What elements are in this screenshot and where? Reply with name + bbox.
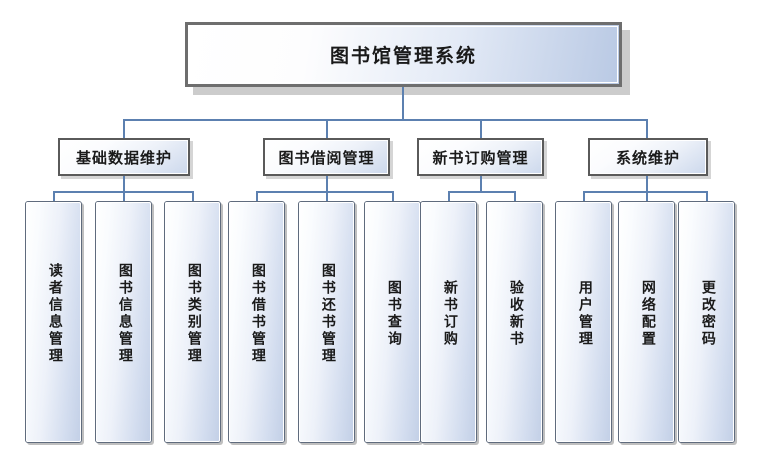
leaf-node-label: 图书借书管理 bbox=[249, 263, 265, 365]
connector-group-3-to-leaf-2 bbox=[514, 191, 516, 202]
connector-group-4-bus bbox=[583, 191, 708, 193]
connector-root-to-group-3 bbox=[480, 119, 482, 138]
leaf-node-book-category-management[interactable]: 图书类别管理 bbox=[164, 201, 221, 443]
connector-root-stem bbox=[402, 87, 404, 120]
connector-root-bus bbox=[123, 119, 648, 121]
connector-group-3-bus bbox=[448, 191, 516, 193]
leaf-node-network-configuration[interactable]: 网络配置 bbox=[618, 201, 675, 443]
group-node-system-maintenance[interactable]: 系统维护 bbox=[588, 138, 708, 176]
connector-group-1-to-leaf-3 bbox=[192, 191, 194, 202]
connector-root-to-group-1 bbox=[123, 119, 125, 138]
leaf-node-book-query[interactable]: 图书查询 bbox=[364, 201, 421, 443]
connector-group-1-to-leaf-2 bbox=[123, 191, 125, 202]
leaf-node-new-book-acceptance[interactable]: 验收新书 bbox=[486, 201, 543, 443]
group-node-label: 图书借阅管理 bbox=[278, 150, 375, 167]
connector-group-1-to-leaf-1 bbox=[53, 191, 55, 202]
leaf-node-book-info-management[interactable]: 图书信息管理 bbox=[95, 201, 152, 443]
connector-group-4-to-leaf-2 bbox=[646, 191, 648, 202]
group-node-new-book-ordering-management[interactable]: 新书订购管理 bbox=[417, 138, 544, 176]
connector-group-4-to-leaf-1 bbox=[583, 191, 585, 202]
connector-group-2-to-leaf-2 bbox=[326, 191, 328, 202]
leaf-node-label: 图书还书管理 bbox=[319, 263, 335, 365]
group-node-label: 系统维护 bbox=[615, 150, 680, 167]
connector-group-4-stem bbox=[646, 176, 648, 192]
group-node-basic-data-maintenance[interactable]: 基础数据维护 bbox=[58, 138, 190, 176]
root-node-library-management-system[interactable]: 图书馆管理系统 bbox=[185, 22, 622, 87]
leaf-node-label: 图书信息管理 bbox=[116, 263, 132, 365]
leaf-node-label: 图书类别管理 bbox=[185, 263, 201, 365]
connector-group-3-to-leaf-1 bbox=[448, 191, 450, 202]
leaf-node-change-password[interactable]: 更改密码 bbox=[678, 201, 735, 443]
connector-root-to-group-2 bbox=[326, 119, 328, 138]
connector-group-2-stem bbox=[326, 176, 328, 192]
leaf-node-new-book-ordering[interactable]: 新书订购 bbox=[420, 201, 477, 443]
group-node-label: 新书订购管理 bbox=[432, 150, 529, 167]
leaf-node-reader-info-management[interactable]: 读者信息管理 bbox=[25, 201, 82, 443]
connector-root-to-group-4 bbox=[646, 119, 648, 138]
connector-group-2-bus bbox=[256, 191, 394, 193]
connector-group-3-stem bbox=[480, 176, 482, 192]
leaf-node-label: 验收新书 bbox=[507, 280, 523, 348]
leaf-node-book-borrow-management[interactable]: 图书借书管理 bbox=[228, 201, 285, 443]
leaf-node-label: 新书订购 bbox=[441, 280, 457, 348]
group-node-book-lending-management[interactable]: 图书借阅管理 bbox=[263, 138, 390, 176]
leaf-node-user-management[interactable]: 用户管理 bbox=[555, 201, 612, 443]
leaf-node-label: 读者信息管理 bbox=[46, 263, 62, 365]
leaf-node-label: 用户管理 bbox=[576, 280, 592, 348]
connector-group-4-to-leaf-3 bbox=[706, 191, 708, 202]
leaf-node-label: 图书查询 bbox=[385, 280, 401, 348]
root-node-label: 图书馆管理系统 bbox=[329, 46, 477, 67]
leaf-node-label: 更改密码 bbox=[699, 280, 715, 348]
connector-group-1-stem bbox=[123, 176, 125, 192]
leaf-node-label: 网络配置 bbox=[639, 280, 655, 348]
leaf-node-book-return-management[interactable]: 图书还书管理 bbox=[298, 201, 355, 443]
group-node-label: 基础数据维护 bbox=[75, 150, 172, 167]
connector-group-2-to-leaf-1 bbox=[256, 191, 258, 202]
connector-group-2-to-leaf-3 bbox=[392, 191, 394, 202]
